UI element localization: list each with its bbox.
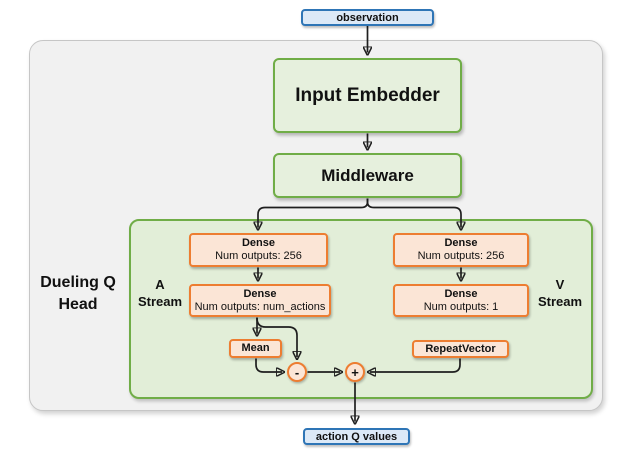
plus-label: + [351, 364, 359, 380]
dense-v1-title: Dense [444, 237, 478, 249]
dense-v2-title: Dense [444, 287, 478, 300]
plus-operator-node: + [345, 362, 365, 382]
dense-v2-subtitle: Num outputs: 1 [423, 300, 499, 313]
dense-a1-subtitle: Num outputs: 256 [215, 250, 302, 262]
v-stream-label: V Stream [537, 277, 583, 309]
input-embedder-label: Input Embedder [295, 84, 440, 106]
dense-a2-subtitle: Num outputs: num_actions [194, 300, 326, 313]
mean-label: Mean [241, 342, 270, 354]
action-q-values-label: action Q values [315, 430, 398, 443]
observation-node: observation [301, 9, 434, 26]
minus-operator-node: - [287, 362, 307, 382]
observation-label: observation [336, 11, 399, 24]
dense-v1-node: Dense Num outputs: 256 [393, 233, 529, 267]
repeat-vector-node: RepeatVector [412, 340, 509, 358]
dense-a2-title: Dense [243, 287, 277, 300]
dense-v1-subtitle: Num outputs: 256 [417, 250, 505, 262]
dense-a1-node: Dense Num outputs: 256 [189, 233, 328, 267]
dense-v2-node: Dense Num outputs: 1 [393, 284, 529, 317]
minus-label: - [294, 364, 300, 380]
middleware-node: Middleware [273, 153, 462, 198]
repeat-vector-label: RepeatVector [425, 342, 496, 355]
middleware-label: Middleware [321, 165, 414, 185]
dense-a1-title: Dense [241, 237, 276, 249]
dense-a2-node: Dense Num outputs: num_actions [189, 284, 331, 317]
input-embedder-node: Input Embedder [273, 58, 462, 133]
dueling-q-head-label: Dueling Q Head [40, 274, 116, 313]
mean-node: Mean [229, 339, 282, 358]
action-q-values-node: action Q values [303, 428, 410, 445]
a-stream-label: A Stream [137, 277, 183, 309]
